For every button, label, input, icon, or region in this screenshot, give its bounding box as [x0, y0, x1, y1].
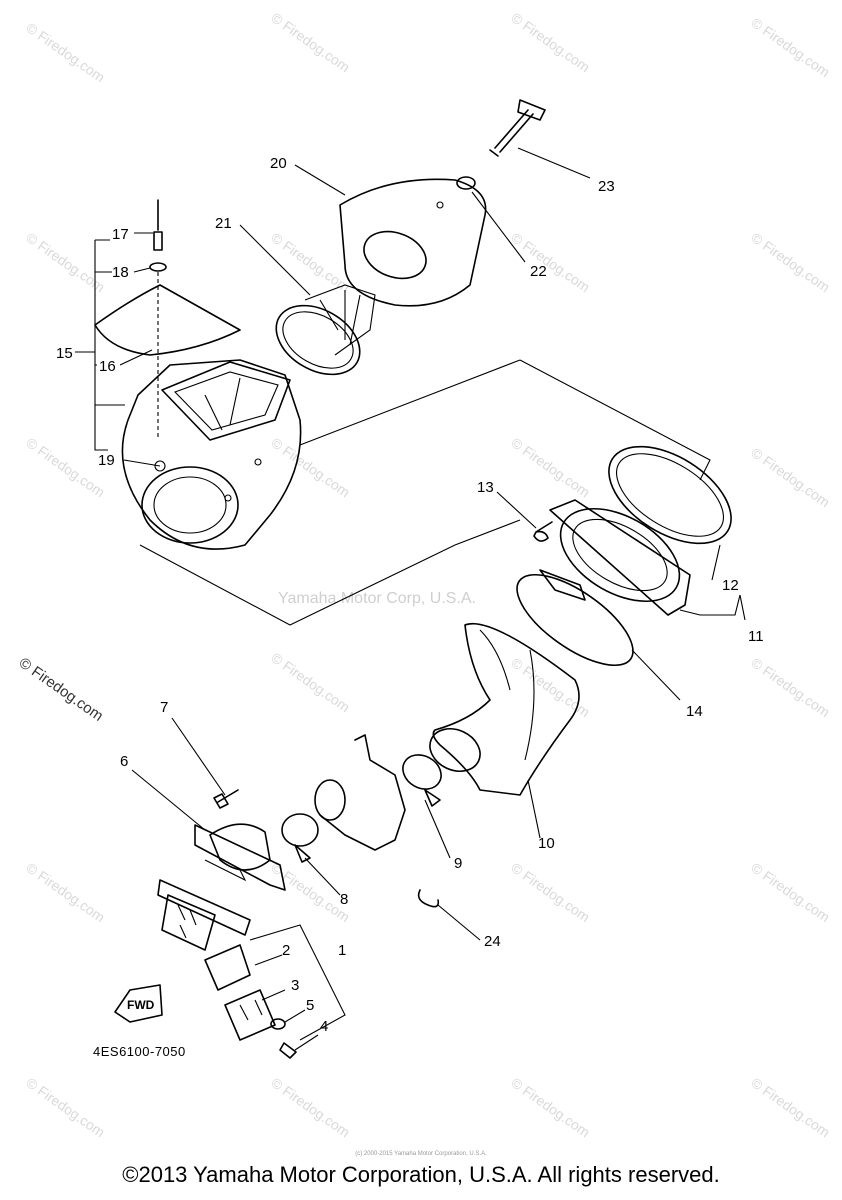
watermark: © Firedog.com	[268, 1074, 353, 1140]
callout-4: 4	[320, 1018, 328, 1035]
watermark: © Firedog.com	[748, 444, 833, 510]
screw-4	[279, 1042, 297, 1059]
air-filter-case	[121, 359, 302, 550]
callout-18: 18	[112, 264, 129, 281]
watermark: © Firedog.com	[748, 1074, 833, 1140]
watermark: © Firedog.com	[748, 859, 833, 925]
clamp-8	[281, 813, 319, 863]
watermark: © Firedog.com	[508, 9, 593, 75]
washer-22	[456, 176, 476, 190]
reed-valve	[157, 879, 251, 951]
clamp-14	[516, 569, 634, 667]
air-boot-10	[429, 622, 580, 796]
callout-8: 8	[340, 891, 348, 908]
callout-24: 24	[484, 933, 501, 950]
callout-15: 15	[56, 345, 73, 362]
callout-3: 3	[291, 977, 299, 994]
bolt-7	[213, 789, 239, 809]
joint-11	[549, 499, 691, 616]
watermark: © Firedog.com	[268, 649, 353, 715]
seal-12	[608, 445, 732, 545]
assembly-outline	[139, 359, 711, 626]
callout-6: 6	[120, 753, 128, 770]
clamp-9	[402, 754, 442, 807]
callout-1: 1	[338, 942, 346, 959]
carburetor	[314, 734, 406, 851]
air-filter-element	[339, 178, 487, 307]
callout-10: 10	[538, 835, 555, 852]
callout-14: 14	[686, 703, 703, 720]
screw-13	[533, 521, 553, 542]
clip-24	[417, 889, 440, 908]
washer-5	[270, 1018, 286, 1030]
reed-3	[224, 989, 276, 1041]
copyright-notice: ©2013 Yamaha Motor Corporation, U.S.A. A…	[122, 1162, 720, 1187]
watermark: © Firedog.com	[508, 229, 593, 295]
callout-22: 22	[530, 263, 547, 280]
callout-17: 17	[112, 226, 129, 243]
watermark: © Firedog.com	[748, 229, 833, 295]
callouts: 1 2 3 4 5 6 7 8 9 10 11 12 13 14 15 16 1…	[56, 155, 764, 1035]
callout-9: 9	[454, 855, 462, 872]
tiny-copyright-line: (c) 2000-2015 Yamaha Motor Corporation, …	[355, 1151, 487, 1157]
part-code: 4ES6100-7050	[93, 1044, 186, 1059]
watermark: © Firedog.com	[748, 654, 833, 720]
watermark: © Firedog.com	[23, 19, 108, 85]
watermark: © Firedog.com	[748, 14, 833, 80]
manifold-6	[194, 823, 286, 891]
washer-18	[149, 262, 167, 272]
fwd-label: FWD	[127, 998, 155, 1012]
watermark: © Firedog.com	[268, 434, 353, 500]
watermark: © Firedog.com	[508, 1074, 593, 1140]
callout-12: 12	[722, 577, 739, 594]
center-watermark: Yamaha Motor Corp, U.S.A.	[278, 590, 476, 607]
callout-19: 19	[98, 452, 115, 469]
fwd-arrow: FWD	[114, 984, 163, 1023]
case-plate	[94, 284, 241, 356]
callout-2: 2	[282, 942, 290, 959]
watermark: © Firedog.com	[508, 654, 593, 720]
callout-16: 16	[99, 358, 116, 375]
leader-lines	[75, 147, 746, 1051]
callout-23: 23	[598, 178, 615, 195]
reed-2	[204, 944, 251, 991]
callout-5: 5	[306, 997, 314, 1014]
callout-21: 21	[215, 215, 232, 232]
callout-13: 13	[477, 479, 494, 496]
callout-11: 11	[748, 628, 764, 645]
watermark: © Firedog.com	[268, 229, 353, 295]
wing-bolt-23	[489, 99, 546, 157]
bolt-17	[153, 199, 163, 251]
watermark: © Firedog.com	[23, 1074, 108, 1140]
callout-20: 20	[270, 155, 287, 172]
air-filter-element-frame	[275, 284, 376, 376]
watermark: © Firedog.com	[268, 9, 353, 75]
watermark: © Firedog.com	[508, 859, 593, 925]
watermark: © Firedog.com	[23, 859, 108, 925]
side-watermark: © Firedog.com	[16, 654, 107, 724]
callout-7: 7	[160, 699, 168, 716]
watermark: © Firedog.com	[508, 434, 593, 500]
